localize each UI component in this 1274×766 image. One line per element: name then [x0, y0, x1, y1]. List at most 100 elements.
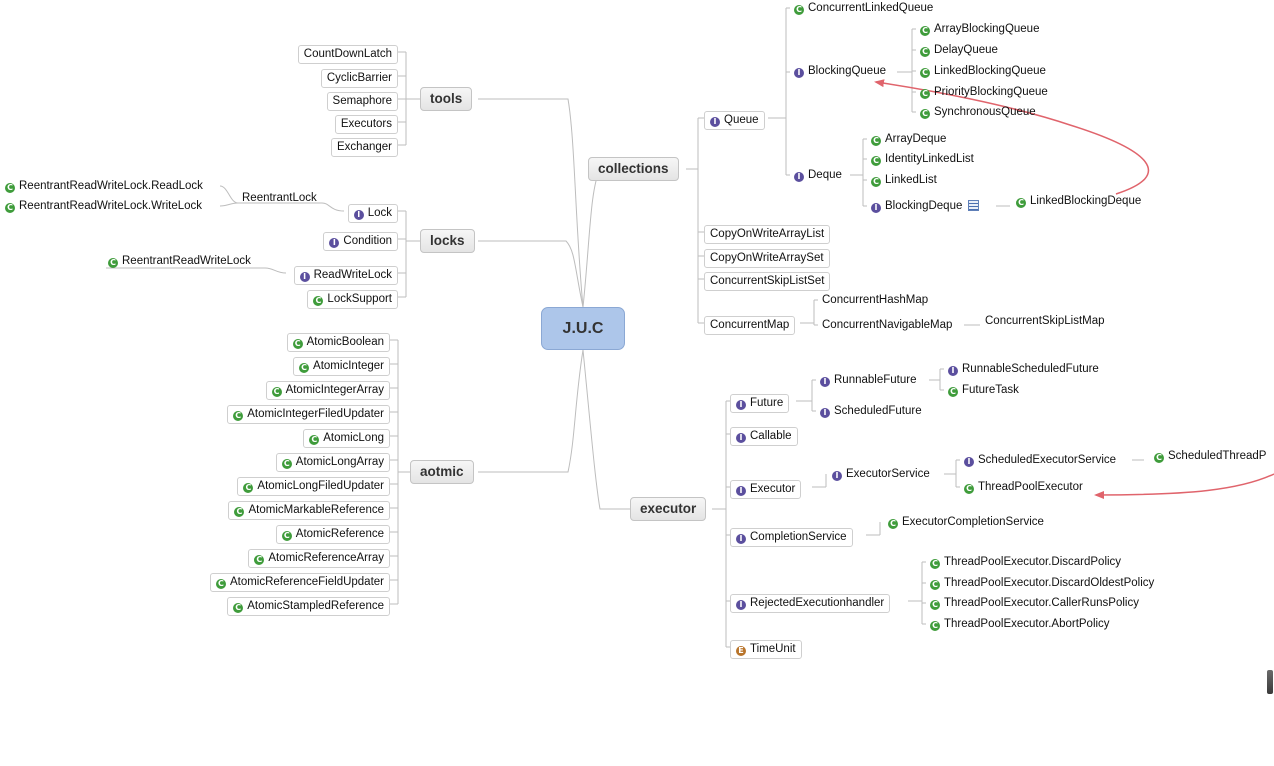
class-icon: C [1016, 198, 1026, 208]
class-icon: C [920, 109, 930, 119]
root-node[interactable]: J.U.C [541, 307, 625, 350]
node-countdownlatch[interactable]: CountDownLatch [297, 45, 398, 64]
scroll-handle-icon[interactable] [1267, 670, 1273, 694]
interface-icon: I [736, 486, 746, 496]
label: AtomicBoolean [306, 336, 384, 348]
node-executor[interactable]: I Executor [730, 480, 802, 499]
node-future[interactable]: I Future [730, 394, 790, 413]
node-concurrenthashmap[interactable]: ConcurrentHashMap [822, 294, 929, 306]
label: RejectedExecutionhandler [750, 597, 885, 609]
label: Deque [808, 169, 842, 181]
label: AtomicLongArray [295, 456, 384, 468]
node-concurrentnavigablemap[interactable]: ConcurrentNavigableMap [822, 319, 953, 331]
node-executors[interactable]: Executors [334, 115, 398, 134]
node-semaphore[interactable]: Semaphore [326, 92, 398, 111]
node-exchanger[interactable]: Exchanger [331, 138, 398, 157]
label: ScheduledExecutorService [978, 454, 1117, 466]
label: ThreadPoolExecutor [978, 481, 1083, 493]
label: AtomicMarkableReference [248, 504, 384, 516]
node-cyclicbarrier[interactable]: CyclicBarrier [320, 69, 398, 88]
label: ThreadPoolExecutor.AbortPolicy [944, 618, 1110, 630]
label: ThreadPoolExecutor.DiscardOldestPolicy [944, 577, 1155, 589]
node-concurrentmap[interactable]: ConcurrentMap [704, 316, 796, 335]
branch-locks[interactable]: locks [420, 229, 475, 253]
node-copyonwritearrayset[interactable]: CopyOnWriteArraySet [704, 249, 830, 268]
node-concurrentskiplistset[interactable]: ConcurrentSkipListSet [704, 272, 831, 291]
class-icon: C [920, 89, 930, 99]
interface-icon: I [329, 238, 340, 248]
branch-collections[interactable]: collections [588, 157, 679, 181]
class-icon: C [254, 555, 265, 565]
label: LinkedBlockingQueue [934, 65, 1046, 77]
branch-aotmic[interactable]: aotmic [410, 460, 474, 484]
label: Future [750, 397, 784, 409]
label: ReentrantReadWriteLock.WriteLock [19, 200, 203, 212]
branch-tools[interactable]: tools [420, 87, 473, 111]
node-concurrentskiplistmap[interactable]: ConcurrentSkipListMap [985, 315, 1105, 327]
node-copyonwritearraylist[interactable]: CopyOnWriteArrayList [704, 225, 831, 244]
branch-executor[interactable]: executor [630, 497, 707, 521]
class-icon: C [871, 136, 881, 146]
class-icon: C [5, 183, 15, 193]
edge-root-locks [478, 240, 584, 308]
class-icon: C [299, 363, 310, 373]
note-icon[interactable] [968, 200, 980, 211]
label: LockSupport [327, 293, 392, 305]
label: Executor [750, 483, 796, 495]
class-icon: C [292, 339, 303, 349]
node-reentrantlock[interactable]: ReentrantLock [242, 192, 317, 204]
interface-icon: I [736, 400, 746, 410]
